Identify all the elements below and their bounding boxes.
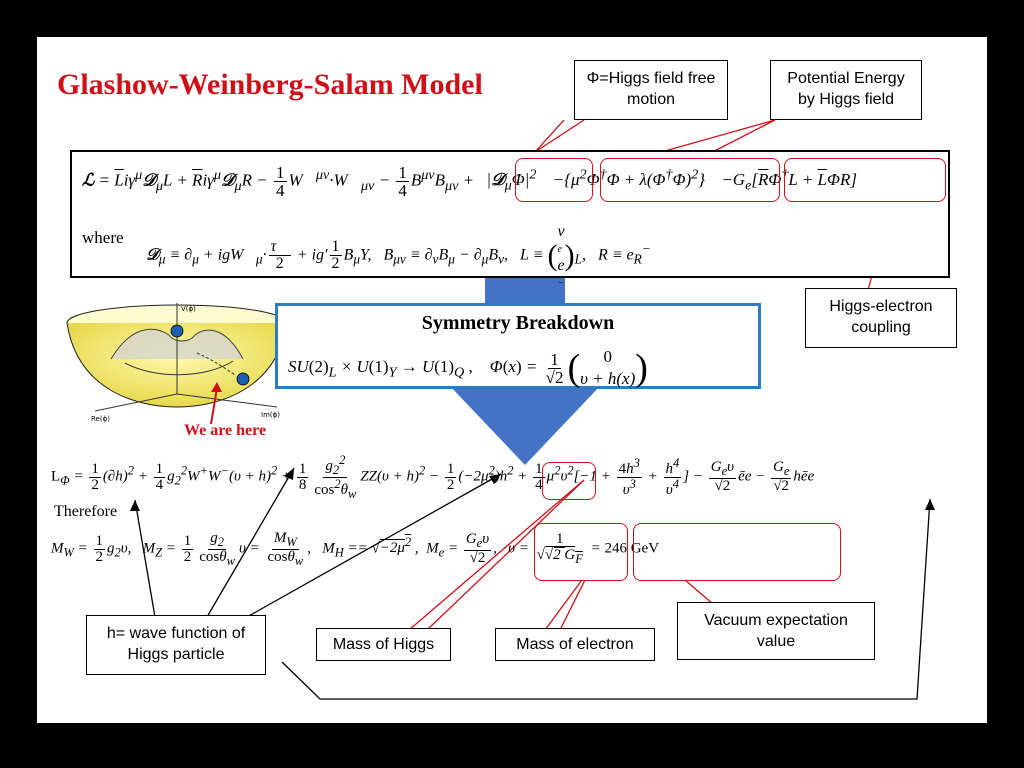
- potential-energy-callout: Potential Energy by Higgs field: [770, 60, 922, 120]
- slide-title: Glashow-Weinberg-Salam Model: [57, 68, 483, 101]
- vacuum-expectation-callout: Vacuum expectation value: [677, 602, 875, 660]
- we-are-here-arrow-icon: [210, 382, 222, 425]
- mass-of-electron-callout-text: Mass of electron: [516, 636, 634, 653]
- coupling-highlight: [784, 158, 946, 202]
- higgs-mass-term-highlight: [542, 462, 596, 500]
- wave-function-callout: h= wave function of Higgs particle: [86, 615, 266, 675]
- potential-highlight: [600, 158, 780, 202]
- wave-function-callout-text: h= wave function of Higgs particle: [106, 625, 246, 663]
- potential-energy-callout-text: Potential Energy by Higgs field: [787, 70, 905, 108]
- mexican-hat-potential-figure: V(ϕ) Re(ϕ) Im(ϕ): [66, 303, 288, 423]
- re-axis-label: Re(ϕ): [91, 415, 110, 423]
- higgs-field-callout-text: Φ=Higgs field free motion: [586, 70, 716, 108]
- lagrangian-where: where: [82, 228, 124, 247]
- symmetry-breakdown-box: Symmetry Breakdown SU(2)L × U(1)Y → U(1)…: [275, 303, 761, 389]
- vacuum-expectation-callout-text: Vacuum expectation value: [704, 612, 848, 650]
- v-axis-label: V(ϕ): [181, 305, 196, 313]
- therefore-label: Therefore: [54, 503, 118, 520]
- we-are-here-label: We are here: [184, 422, 267, 439]
- higgs-field-callout: Φ=Higgs field free motion: [574, 60, 728, 120]
- electron-coupling-callout-text: Higgs-electron coupling: [829, 298, 933, 336]
- mass-of-higgs-callout: Mass of Higgs: [316, 628, 451, 661]
- im-axis-label: Im(ϕ): [261, 411, 280, 419]
- slide: Glashow-Weinberg-Salam Model: [37, 37, 987, 723]
- electron-coupling-callout: Higgs-electron coupling: [805, 288, 957, 348]
- symmetry-title: Symmetry Breakdown: [421, 312, 615, 334]
- mass-of-higgs-callout-text: Mass of Higgs: [332, 636, 435, 653]
- vev-highlight: [633, 523, 841, 581]
- mass-of-electron-callout: Mass of electron: [495, 628, 655, 661]
- electron-mass-highlight: [534, 523, 628, 581]
- kinetic-higgs-highlight: [515, 158, 593, 202]
